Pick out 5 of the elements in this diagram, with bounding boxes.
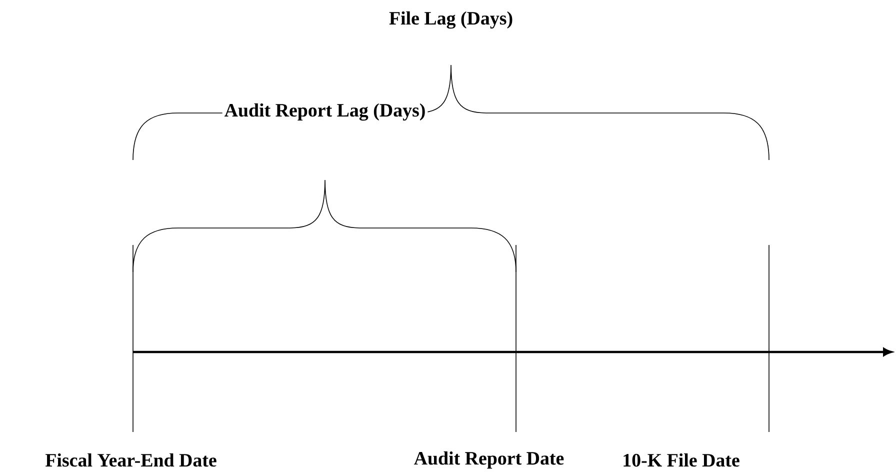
label-text: Fiscal Year-End Date <box>43 451 219 469</box>
label-text: 10-K File Date <box>620 451 742 469</box>
label-text: Audit Report Lag (Days) <box>222 101 428 123</box>
label-text: File Lag (Days) <box>386 9 516 31</box>
label-text: Audit Report Date <box>412 449 566 471</box>
